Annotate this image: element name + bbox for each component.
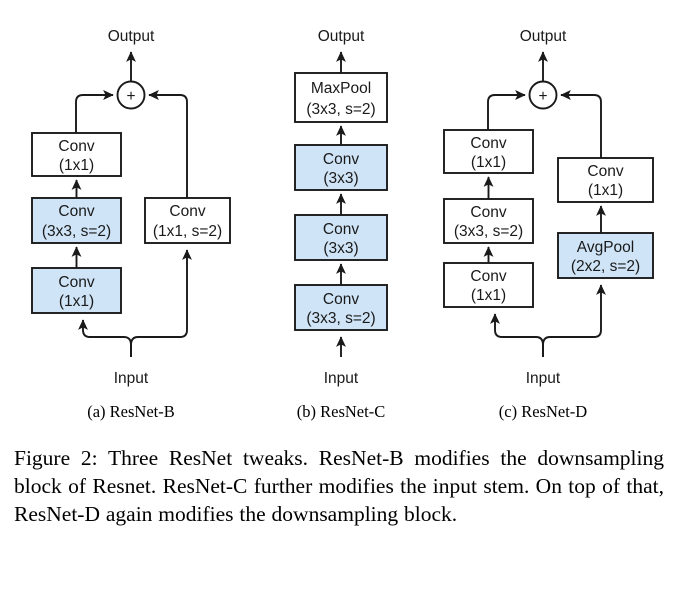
box-a-shortcut-0-line2: (1x1, s=2) — [153, 223, 222, 240]
output-label-b: Output — [318, 28, 365, 45]
box-a-main-2-line1: Conv — [58, 274, 94, 291]
path-input-to-shortcut-a — [130, 249, 192, 357]
box-a-main-0 — [31, 132, 122, 177]
box-b-main-2-line1: Conv — [323, 221, 359, 238]
subcaption-row: (a) ResNet-B (b) ResNet-C (c) ResNet-D — [0, 402, 677, 430]
box-c-shortcut-1-line1: AvgPool — [577, 239, 634, 256]
output-label-c: Output — [520, 28, 567, 45]
box-c-main-0-line1: Conv — [470, 135, 506, 152]
subcaption-b: (b) ResNet-C — [296, 402, 386, 421]
sum-circle-c — [528, 80, 558, 110]
box-c-main-0 — [443, 129, 534, 174]
input-label-b: Input — [324, 370, 359, 387]
box-c-shortcut-0 — [557, 157, 654, 203]
box-b-main-2 — [294, 214, 388, 261]
diagram-resnet-b: Output + Conv (1x1) Conv — [31, 28, 231, 387]
box-c-main-2-line1: Conv — [470, 268, 506, 285]
sum-circle-a — [116, 80, 146, 110]
box-a-main-1-line2: (3x3, s=2) — [42, 223, 111, 240]
box-a-shortcut-0-line1: Conv — [169, 203, 205, 220]
path-shortcut-to-sum-a — [148, 90, 188, 198]
box-a-main-1-line1: Conv — [58, 203, 94, 220]
box-a-main-2 — [31, 267, 122, 314]
box-b-main-3-line2: (3x3, s=2) — [306, 310, 375, 327]
sum-plus-label-c: + — [538, 88, 547, 105]
box-a-shortcut-0 — [144, 197, 231, 244]
box-b-main-0 — [294, 72, 388, 123]
box-b-main-1-line1: Conv — [323, 151, 359, 168]
diagram-resnet-c: Output MaxPool (3x3, s=2) Conv (3x3) Con… — [294, 28, 388, 387]
box-a-main-0-line1: Conv — [58, 138, 94, 155]
box-b-main-0-line2: (3x3, s=2) — [306, 101, 375, 118]
input-label-c: Input — [526, 370, 561, 387]
path-input-to-main-c — [490, 313, 544, 357]
box-a-main-0-line2: (1x1) — [59, 157, 94, 174]
path-input-to-main-a — [78, 319, 132, 357]
box-c-shortcut-1 — [557, 232, 654, 279]
box-b-main-1 — [294, 144, 388, 191]
resnet-tweaks-svg: Output + Conv (1x1) Conv — [31, 28, 654, 387]
box-a-main-2-line2: (1x1) — [59, 293, 94, 310]
path-mainbranch-to-sum-c — [487, 90, 526, 130]
sum-plus-label-a: + — [126, 88, 135, 105]
box-b-main-0-line1: MaxPool — [311, 80, 371, 97]
path-shortcut-to-sum-c — [560, 90, 602, 158]
subcaption-a: (a) ResNet-B — [87, 402, 175, 421]
figure-caption: Figure 2: Three ResNet tweaks. ResNet-B … — [14, 446, 664, 526]
box-b-main-3 — [294, 284, 388, 331]
box-c-shortcut-0-line2: (1x1) — [588, 182, 623, 199]
box-b-main-1-line2: (3x3) — [323, 170, 358, 187]
input-label-a: Input — [114, 370, 149, 387]
box-b-main-3-line1: Conv — [323, 291, 359, 308]
box-c-main-0-line2: (1x1) — [471, 154, 506, 171]
box-c-shortcut-0-line1: Conv — [587, 163, 623, 180]
box-c-main-2 — [443, 262, 534, 308]
subcaption-c: (c) ResNet-D — [498, 402, 588, 421]
box-a-main-1 — [31, 197, 122, 244]
diagram-resnet-d: Output + Conv (1x1) Conv (3x3, s=2) — [443, 28, 654, 387]
box-b-main-2-line2: (3x3) — [323, 240, 358, 257]
box-c-main-1 — [443, 198, 534, 244]
output-label-a: Output — [108, 28, 155, 45]
box-c-main-1-line2: (3x3, s=2) — [454, 223, 523, 240]
path-mainbranch-to-sum-a — [75, 90, 114, 133]
box-c-main-2-line2: (1x1) — [471, 287, 506, 304]
path-input-to-shortcut-c — [542, 284, 606, 357]
box-c-main-1-line1: Conv — [470, 204, 506, 221]
figure-diagrams: Output + Conv (1x1) Conv — [31, 28, 654, 387]
box-c-shortcut-1-line2: (2x2, s=2) — [571, 258, 640, 275]
